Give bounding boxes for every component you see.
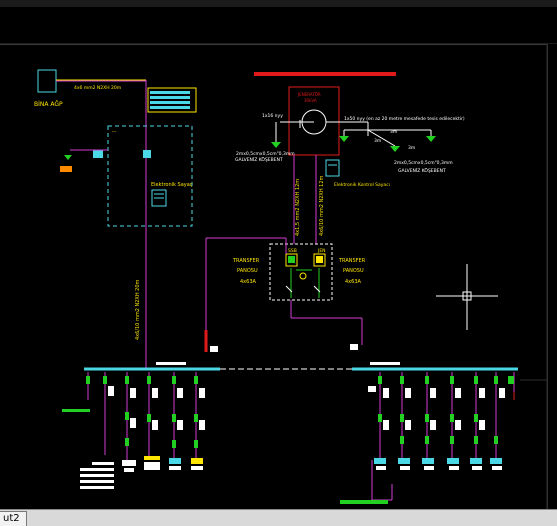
- cable-vertical-3: 4x6/10 mm2 N2XH 20m: [135, 279, 141, 340]
- cable-vertical-1: 4x1,5 mm2 N2XH 12m: [295, 179, 301, 236]
- transfer-left: TRANSFER: [232, 258, 260, 264]
- svg-text:---: ---: [112, 129, 117, 134]
- top-strip: [0, 0, 557, 7]
- tab-layout[interactable]: ut2: [0, 511, 27, 526]
- sayac-meter[interactable]: [151, 189, 167, 207]
- jenerator-label: JENERATÖR: [297, 92, 321, 97]
- cable-vertical-2: 4x6/10 mm2 N2XH 12m: [319, 175, 325, 236]
- bina-agp-label: BİNA AĞP: [34, 101, 63, 108]
- left-feeders[interactable]: [87, 372, 197, 460]
- dist-3m-a: 3m: [390, 129, 397, 135]
- jen-label: JEN: [317, 248, 326, 254]
- meter-cabinet[interactable]: [107, 125, 193, 227]
- right-loads: [374, 458, 502, 470]
- pano-left-amp: 4x63A: [240, 279, 257, 285]
- ground-left-ref: 1x16 nyy: [262, 113, 283, 119]
- pano-left: PANOSU: [237, 268, 258, 274]
- dist-3m-c: 3m: [408, 145, 415, 151]
- jenerator-kva: 30kVA: [304, 98, 317, 103]
- right-scroll-edge: [547, 44, 557, 509]
- elektronik-sayac-label: Elektronik Sayaç: [151, 182, 193, 188]
- ground-right-spec: 2mx0,5cmx0,5cm"0,3mm: [394, 160, 453, 166]
- status-bar: ut2: [0, 509, 557, 526]
- galvaniz-left: GALVENİZ KÖŞEBENT: [235, 156, 283, 163]
- left-loads: [80, 456, 203, 489]
- crosshair-cursor: [436, 264, 498, 330]
- bina-agp-box[interactable]: [37, 69, 57, 93]
- drawing-canvas[interactable]: BİNA AĞP 4x6 mm2 N2XH 20m --- Elektronik…: [0, 0, 557, 509]
- ground-left-spec: 2mx0,5cmx0,5cm"0,3mm: [236, 151, 295, 157]
- dist-3m-b: 3m: [374, 138, 381, 144]
- cable-top-label: 4x6 mm2 N2XH 20m: [74, 85, 121, 91]
- pano-right: PANOSU: [343, 268, 364, 274]
- left-breakers[interactable]: [86, 376, 205, 448]
- transfer-panel[interactable]: [269, 243, 333, 301]
- right-breakers[interactable]: [368, 376, 514, 444]
- ground-right-ref: 1x50 nyy (en az 20 metre mesafede tesis …: [344, 116, 465, 122]
- right-feeders[interactable]: [371, 372, 515, 501]
- transfer-right: TRANSFER: [338, 258, 366, 264]
- ssb-label: SSB: [288, 248, 297, 254]
- elektronik-kontrol-sayac: Elektronik Kontrol Sayacı: [334, 182, 390, 188]
- gen-meter[interactable]: [325, 159, 340, 177]
- galvaniz-right: GALVENİZ KÖŞEBENT: [398, 167, 446, 174]
- pano-right-amp: 4x63A: [345, 279, 362, 285]
- generator-box[interactable]: [288, 86, 340, 156]
